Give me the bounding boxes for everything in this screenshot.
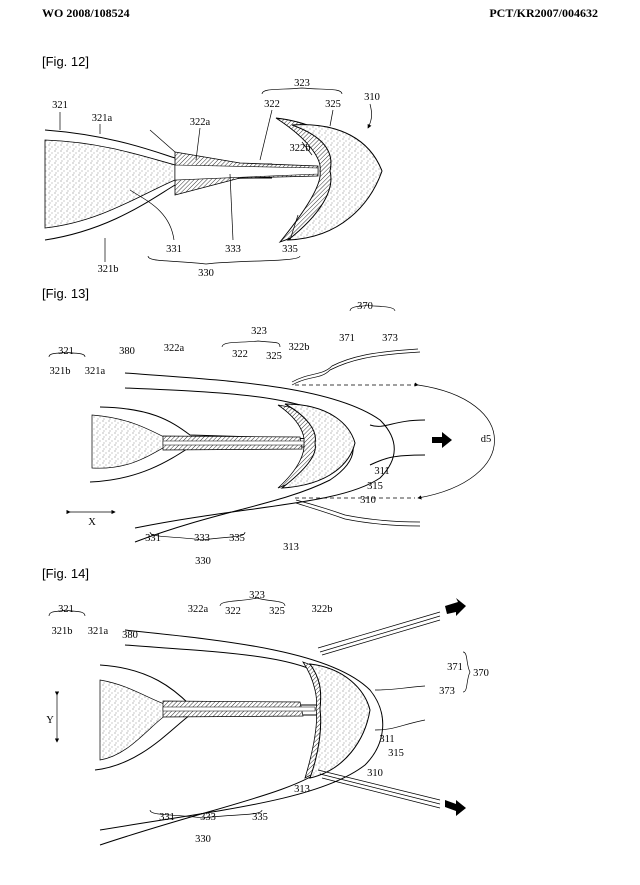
label-380: 380 <box>119 346 135 357</box>
label-333: 333 <box>200 812 216 823</box>
label-311: 311 <box>379 734 394 745</box>
label-331: 331 <box>159 812 175 823</box>
label-322b: 322b <box>289 342 310 353</box>
label-335: 335 <box>252 812 268 823</box>
label-322b: 322b <box>290 143 311 154</box>
label-333: 333 <box>194 533 210 544</box>
label-310: 310 <box>360 495 376 506</box>
label-371: 371 <box>447 662 463 673</box>
label-370: 370 <box>357 301 373 312</box>
label-370: 370 <box>473 668 489 679</box>
label-321b: 321b <box>98 264 119 275</box>
label-321a: 321a <box>88 626 109 637</box>
label-335: 335 <box>229 533 245 544</box>
label-321: 321 <box>52 100 68 111</box>
label-310: 310 <box>367 768 383 779</box>
label-331: 331 <box>145 533 161 544</box>
label-322: 322 <box>225 606 241 617</box>
label-333: 333 <box>225 244 241 255</box>
label-x-axis: X <box>88 517 96 528</box>
label-322a: 322a <box>188 604 209 615</box>
label-325: 325 <box>325 99 341 110</box>
label-330: 330 <box>195 834 211 845</box>
label-331: 331 <box>166 244 182 255</box>
upper-arrow-icon <box>445 598 466 616</box>
movement-arrow-icon <box>432 432 452 448</box>
lower-arrow-icon <box>445 800 466 816</box>
label-322: 322 <box>264 99 280 110</box>
label-325: 325 <box>269 606 285 617</box>
label-322a: 322a <box>164 343 185 354</box>
label-321: 321 <box>58 346 74 357</box>
label-373: 373 <box>382 333 398 344</box>
label-321: 321 <box>58 604 74 615</box>
label-310: 310 <box>364 92 380 103</box>
label-330: 330 <box>198 268 214 279</box>
label-315: 315 <box>388 748 404 759</box>
fig14-drawing: 321 321b 321a 380 322a 323 322 325 322b … <box>46 590 489 845</box>
label-323: 323 <box>251 326 267 337</box>
label-322: 322 <box>232 349 248 360</box>
label-371: 371 <box>339 333 355 344</box>
label-335: 335 <box>282 244 298 255</box>
label-311: 311 <box>374 466 389 477</box>
fig13-drawing: 321 380 321b 321a 322a 323 322 325 322b … <box>49 301 495 567</box>
fig12-drawing: 321 321a 322a 323 322 325 310 322b 331 3… <box>45 78 382 279</box>
label-325: 325 <box>266 351 282 362</box>
label-323: 323 <box>294 78 310 89</box>
label-380: 380 <box>122 630 138 641</box>
label-313: 313 <box>283 542 299 553</box>
label-373: 373 <box>439 686 455 697</box>
label-321a: 321a <box>85 366 106 377</box>
label-315: 315 <box>367 481 383 492</box>
label-323: 323 <box>249 590 265 601</box>
label-330: 330 <box>195 556 211 567</box>
label-322b: 322b <box>312 604 333 615</box>
label-322a: 322a <box>190 117 211 128</box>
label-313: 313 <box>294 784 310 795</box>
label-d5: d5 <box>481 434 492 445</box>
label-y-axis: Y <box>46 715 54 726</box>
label-321b: 321b <box>50 366 71 377</box>
label-321a: 321a <box>92 113 113 124</box>
label-321b: 321b <box>52 626 73 637</box>
